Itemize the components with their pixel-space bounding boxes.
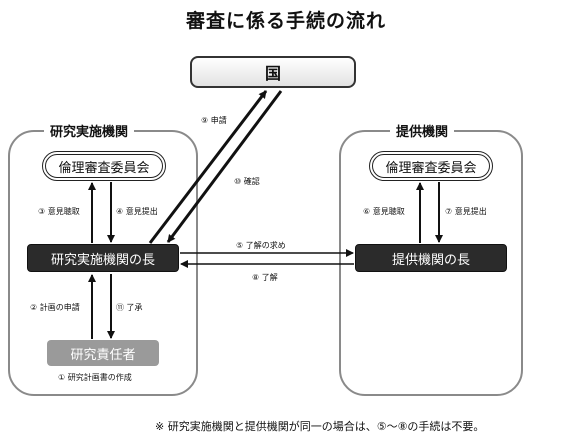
step-10-label: ⑩ 確認 — [234, 177, 260, 186]
step-4-label: ④ 意見提出 — [116, 207, 158, 216]
step-7-label: ⑦ 意見提出 — [445, 207, 487, 216]
page-title: 審査に係る手続の流れ — [185, 10, 386, 32]
provider-ethics-committee: 倫理審査委員会 — [369, 151, 493, 181]
research-org-label: 研究実施機関 — [44, 121, 135, 140]
step-11-label: ⑪ 了承 — [116, 303, 143, 312]
step-9-label: ⑨ 申請 — [201, 116, 227, 125]
step-8-label: ⑧ 了解 — [252, 273, 278, 282]
government-box: 国 — [190, 56, 356, 88]
arrow-confirmation — [166, 90, 283, 243]
arrow-application-to-government — [148, 90, 268, 244]
provider-org-label: 提供機関 — [390, 121, 455, 140]
research-ethics-committee: 倫理審査委員会 — [42, 151, 166, 181]
step-6-label: ⑥ 意見聴取 — [363, 207, 405, 216]
researcher-box: 研究責任者 — [47, 340, 159, 366]
step-3-label: ③ 意見聴取 — [38, 207, 80, 216]
step-2-label: ② 計画の申請 — [30, 303, 80, 312]
step-5-label: ⑤ 了解の求め — [236, 241, 286, 250]
footnote: ※ 研究実施機関と提供機関が同一の場合は、⑤～⑧の手続は不要。 — [155, 420, 485, 433]
research-head-box: 研究実施機関の長 — [27, 244, 179, 272]
step-1-label: ① 研究計画書の作成 — [58, 373, 132, 382]
provider-head-box: 提供機関の長 — [355, 244, 507, 272]
